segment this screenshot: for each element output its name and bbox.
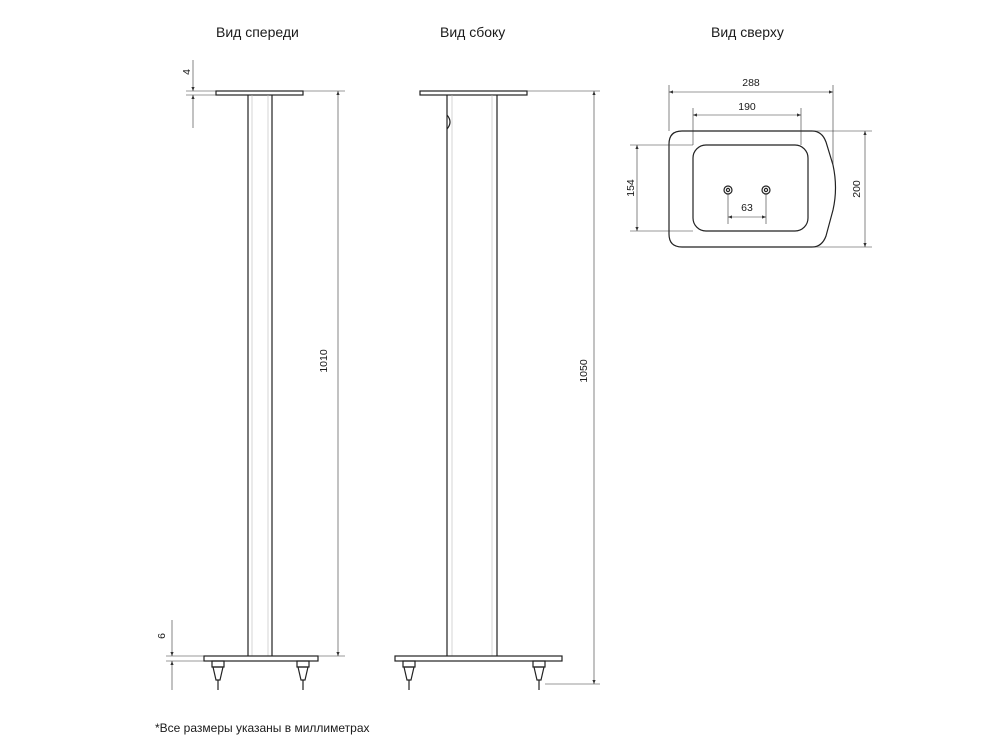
top-view: 288 190 154 200 63 <box>625 77 872 248</box>
side-view-title: Вид сбоку <box>440 24 506 40</box>
side-view: 1050 <box>394 90 600 690</box>
side-top-plate <box>419 90 528 96</box>
front-view-title: Вид спереди <box>216 24 299 40</box>
dim-190-label: 190 <box>738 101 756 113</box>
dim-front-plate-thickness: 4 <box>181 60 216 128</box>
front-view: 4 1010 6 <box>156 60 345 690</box>
mounting-hole-right <box>761 185 771 195</box>
front-spike-left <box>211 660 225 690</box>
dim-side-height: 1050 <box>527 90 600 685</box>
dim-154-label: 154 <box>625 179 637 197</box>
side-column <box>446 95 498 656</box>
side-spike-left <box>402 660 416 690</box>
front-column <box>247 95 273 656</box>
dim-1010-label: 1010 <box>318 349 330 373</box>
dim-63-label: 63 <box>741 202 753 214</box>
dim-top-hole-spacing: 63 <box>727 194 767 224</box>
dim-200-label: 200 <box>851 180 863 198</box>
dim-top-overall-width: 288 <box>668 77 834 165</box>
dim-4-label: 4 <box>181 69 193 75</box>
dim-top-inner-depth: 154 <box>625 144 693 232</box>
side-column-notch <box>446 114 451 130</box>
top-inner-recess <box>692 144 809 232</box>
top-outer-plate <box>668 130 837 248</box>
dim-1050-label: 1050 <box>578 359 590 383</box>
mounting-hole-left <box>723 185 733 195</box>
dim-front-base-thickness: 6 <box>156 620 204 690</box>
dim-front-height: 1010 <box>303 90 345 657</box>
dim-top-inner-width: 190 <box>692 101 802 145</box>
front-base-plate <box>203 655 319 662</box>
top-view-title: Вид сверху <box>711 24 784 40</box>
side-spike-right <box>532 660 546 690</box>
dim-top-overall-depth: 200 <box>812 130 872 248</box>
front-spike-right <box>296 660 310 690</box>
dim-288-label: 288 <box>742 77 760 89</box>
dim-6-label: 6 <box>156 633 168 639</box>
units-footnote: *Все размеры указаны в миллиметрах <box>155 721 370 735</box>
front-top-plate <box>215 90 304 96</box>
side-base-plate <box>394 655 563 662</box>
